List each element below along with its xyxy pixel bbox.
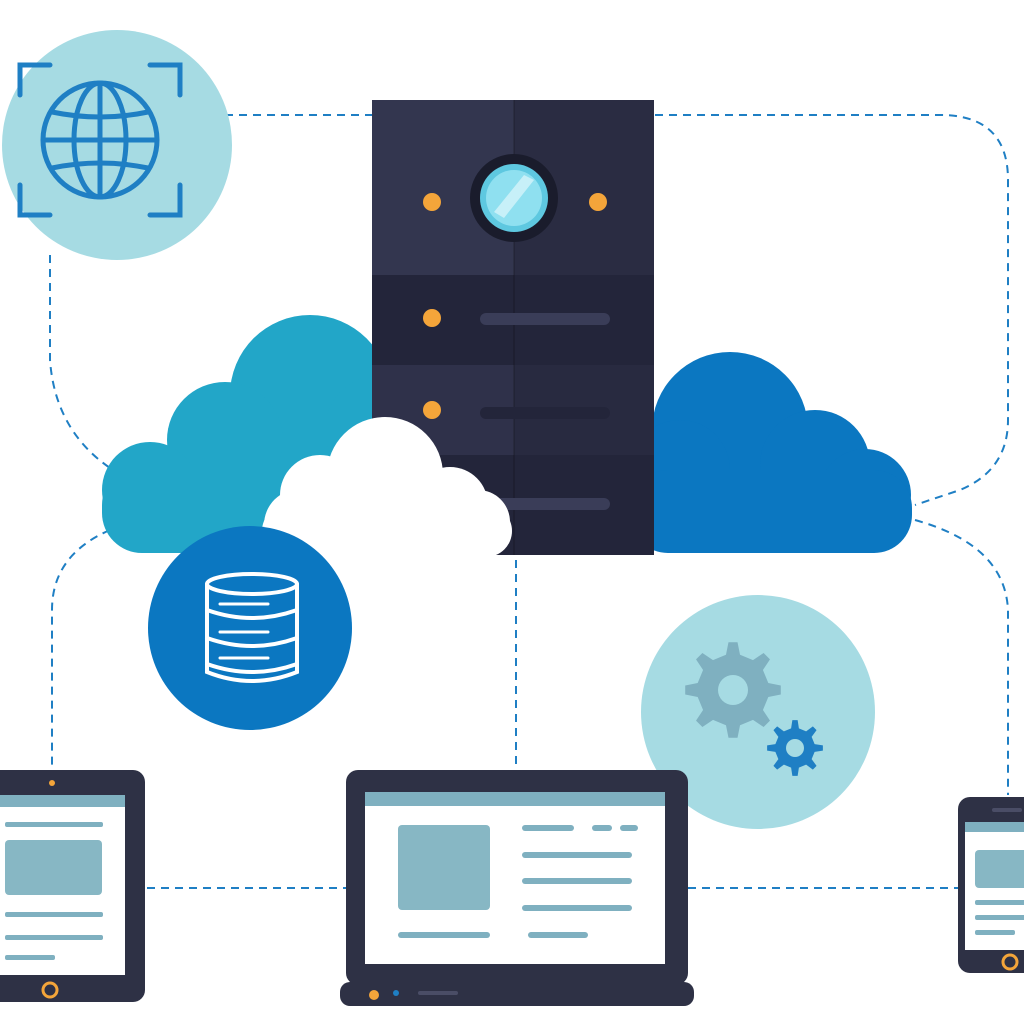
database-badge-circle [148,526,352,730]
database-badge [148,526,352,730]
phone-icon [958,797,1024,973]
focus-frame-icon [17,62,183,218]
tablet-camera [49,780,55,786]
gear-icon [685,642,781,738]
gear-icon [767,720,823,776]
laptop-base [340,982,694,1006]
server-lens [470,154,558,242]
server-icon [372,100,654,555]
laptop-line-1 [522,825,574,831]
gear-hole [786,739,804,757]
tablet-line-3 [5,935,103,940]
database-icon [205,572,299,683]
laptop-icon [340,770,694,1006]
phone-header [965,822,1024,832]
laptop-line-6 [528,932,588,938]
phone-image-block [975,850,1024,888]
phone-line-3 [975,930,1015,935]
tablet-line-4 [5,955,55,960]
globe-badge [2,30,232,260]
connector-globe-cloud [49,255,111,469]
connection-lines [49,114,1009,889]
connector-cloud-phone [914,519,1009,795]
globe-badge-circle [2,30,232,260]
cloud-right [630,352,912,553]
laptop-line-2 [522,852,632,858]
server-indicator-top-right [589,193,607,211]
laptop-line-3 [522,878,632,884]
laptop-header [365,792,665,806]
laptop-power-light [369,990,379,1000]
laptop-image-block [398,825,490,910]
connector-server-right [655,114,1009,506]
gears-badge [641,595,875,829]
gear-hole [718,675,748,705]
phone-speaker [992,808,1022,812]
server-slot-2 [480,407,610,419]
tablet-icon [0,770,145,1002]
connector-cloud-tablet [51,529,111,770]
server-indicator-1 [423,309,441,327]
server-indicator-2 [423,401,441,419]
phone-home-button [1001,953,1019,971]
laptop-line-1c [620,825,638,831]
tablet-home-button [41,981,59,999]
tablet-header [0,795,125,807]
server-slot-1 [480,313,610,325]
laptop-status-light [393,990,399,996]
tablet-image-block [5,840,102,895]
laptop-line-1b [592,825,612,831]
laptop-line-4 [522,905,632,911]
server-indicator-top-left [423,193,441,211]
phone-line-1 [975,900,1024,905]
globe-icon [40,80,160,200]
server-slot-3 [480,498,610,510]
tablet-line-1 [5,822,103,827]
laptop-slot [418,991,458,995]
tablet-line-2 [5,912,103,917]
laptop-line-5 [398,932,490,938]
phone-line-2 [975,915,1024,920]
